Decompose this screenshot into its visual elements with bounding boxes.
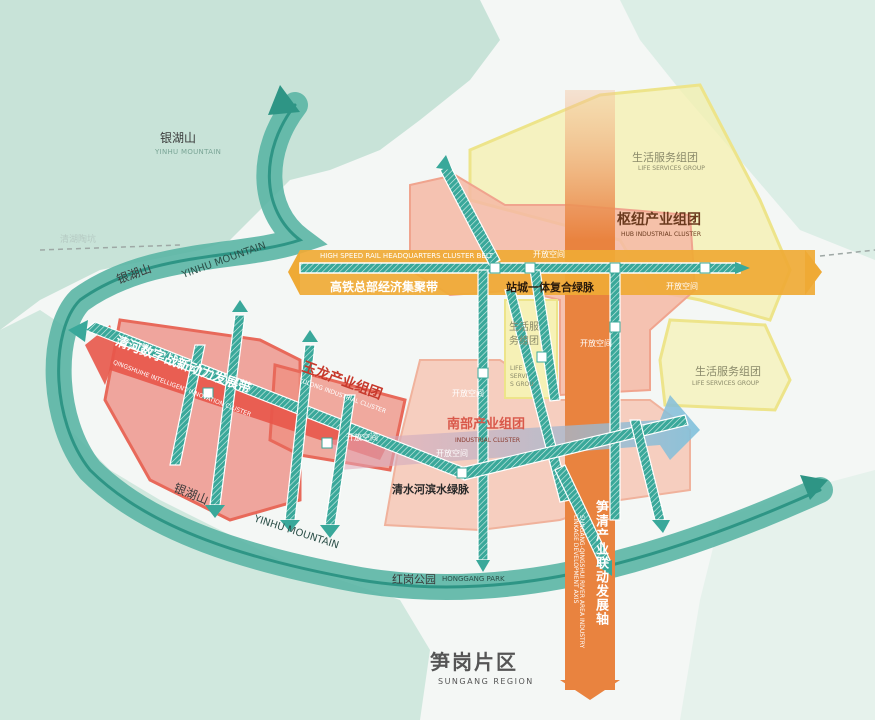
hub-cluster-en: HUB INDUSTRIAL CLUSTER [621,231,702,238]
yinhu-mountain-label: 银湖山 [160,131,197,145]
station-green-cn: 站城一体复合绿脉 [506,281,594,294]
road-arrows [68,155,750,576]
open-space-label-6: 开放空间 [436,449,468,458]
life-services-mid-en-1: LIFE [510,365,523,372]
open-space-label-1: 开放空间 [533,250,565,259]
open-space-label-3: 开放空间 [580,339,612,348]
life-services-top-cn: 生活服务组团 [632,151,698,164]
life-services-top-en: LIFE SERVICES GROUP [638,165,705,172]
corridor-arrow-north [268,85,300,115]
mountain-area-northeast [620,0,875,260]
east-dashed-link [819,249,875,257]
honggang-park-en: HONGGANG PARK [442,575,505,583]
life-services-mid-cn-2: 务组团 [509,336,539,347]
corridor-arrow-east [800,475,828,500]
sunqing-axis-arrowhead [560,680,620,700]
life-services-mid-cn-1: 生活服 [509,322,539,333]
life-services-mid-en-3: S GROU [510,381,534,388]
life-services-right-cn: 生活服务组团 [695,365,761,378]
hsr-belt-arrow-left [288,250,300,295]
sunqing-axis-en: SUNGANG-QINGSHUI RIVER AREA INDUSTRY LIN… [572,515,585,649]
hub-cluster-cn: 枢纽产业组团 [617,212,701,228]
qingshui-green-cn: 清水河滨水绿脉 [392,483,469,496]
open-space-label-4: 开放空间 [452,389,484,398]
yinhu-mountain-en: YINHU MOUNTAIN [155,148,222,156]
life-services-zone-right [658,318,792,412]
open-space-label-5: 开放空间 [346,433,378,442]
yinhu-river-corridor-edge [57,103,822,589]
sungang-region-cn: 笋岗片区 [430,650,518,674]
hsr-belt-cn: 高铁总部经济集聚带 [330,280,439,294]
south-cluster-cn: 南部产业组团 [447,417,526,432]
life-services-right-en: LIFE SERVICES GROUP [692,380,759,387]
node-markers [202,262,711,479]
sunqing-axis-band [565,90,615,690]
road-network [83,164,741,566]
honggang-park-cn: 红岗公园 [392,573,436,586]
life-services-mid-en-2: SERVI [510,373,528,380]
mountain-area-west [0,310,430,720]
hsr-belt-arrow-right [805,250,822,295]
faded-place-label: 清湖陶坑 [60,235,97,245]
sungang-region-en: SUNGANG REGION [438,677,534,686]
open-space-label-2: 开放空间 [666,282,698,291]
hsr-belt-en: HIGH SPEED RAIL HEADQUARTERS CLUSTER BEL… [320,252,494,260]
south-cluster-en: INDUSTRIAL CLUSTER [455,437,521,444]
sunqing-axis-cn: 笋清产业联动发展轴 [593,500,608,626]
